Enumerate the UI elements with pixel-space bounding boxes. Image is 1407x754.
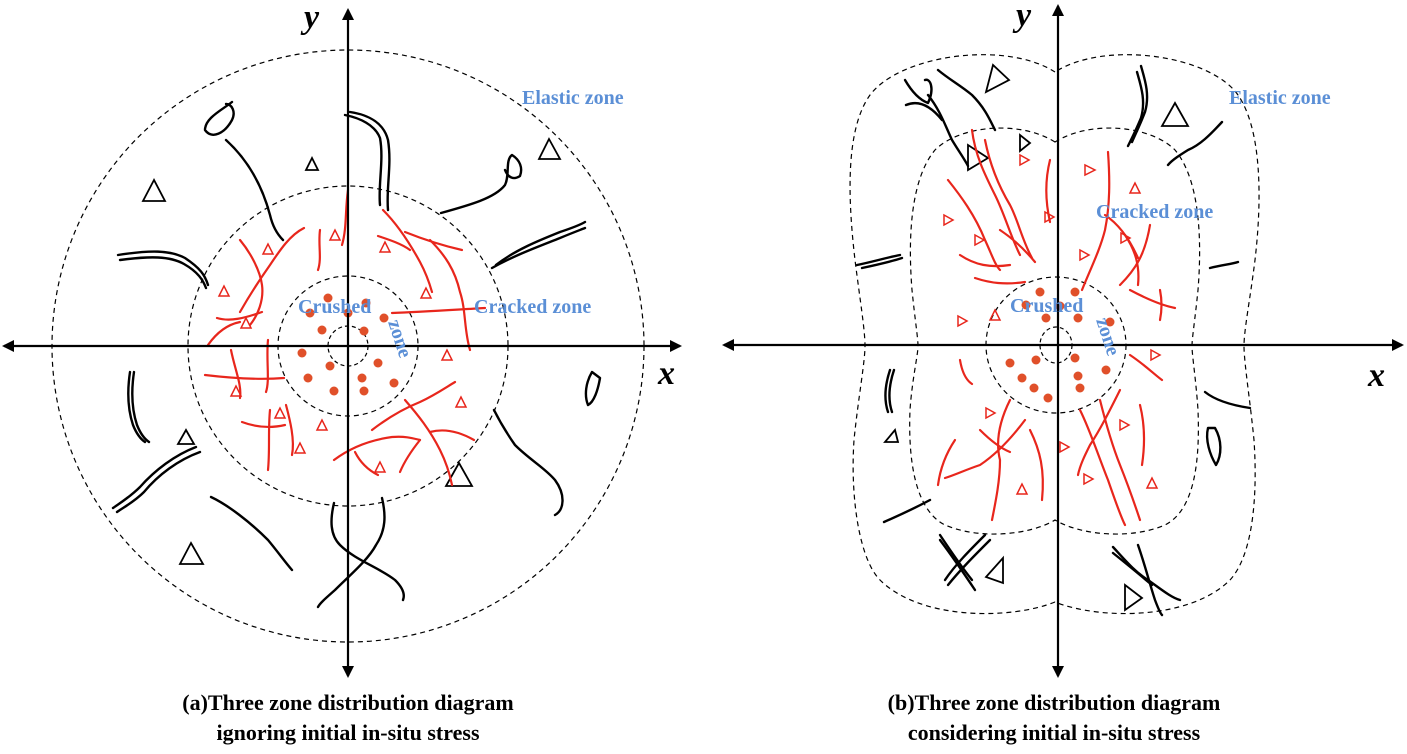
elastic-zone-boundary [849, 54, 1260, 615]
panel-a-caption-line1: (a)Three zone distribution diagram [182, 690, 514, 715]
panel-a-caption-line2: ignoring initial in-situ stress [216, 720, 480, 745]
cracked-zone-cracks [203, 188, 487, 487]
elastic-zone-cracks [855, 64, 1252, 617]
elastic-zone-label: Elastic zone [1229, 87, 1331, 109]
panel-b: y x Elastic zone Cracked zone Crushed zo… [722, 0, 1404, 678]
crushed-zone-label: Crushed [298, 296, 371, 318]
cracked-zone-boundary [909, 127, 1201, 535]
crushed-zone-label-2: zone [383, 317, 416, 361]
panel-a: y x Elastic zone Cracked zone Crushed zo… [2, 0, 682, 678]
crushed-zone-label-2: zone [1091, 315, 1124, 359]
crushed-zone-particles [1005, 287, 1115, 403]
panel-b-caption-line1: (b)Three zone distribution diagram [887, 690, 1221, 715]
panel-b-caption-line2: considering initial in-situ stress [907, 720, 1201, 745]
x-axis-label: x [1367, 357, 1385, 394]
cracked-zone-blocks [943, 153, 1162, 495]
crushed-zone-particles [297, 293, 399, 396]
elastic-zone-cracks [111, 100, 602, 609]
cracked-zone-label: Cracked zone [474, 296, 591, 318]
y-axis-label: y [1012, 0, 1032, 34]
crushed-zone-label: Crushed [1010, 295, 1083, 317]
panel-a-caption: (a)Three zone distribution diagram ignor… [68, 688, 628, 748]
x-axis-label: x [657, 355, 675, 392]
elastic-zone-blocks [141, 137, 562, 565]
cracked-zone-label: Cracked zone [1096, 201, 1213, 223]
panel-b-caption: (b)Three zone distribution diagram consi… [774, 688, 1334, 748]
cracked-zone-blocks [217, 228, 468, 473]
elastic-zone-label: Elastic zone [522, 87, 624, 109]
diagram-canvas: y x Elastic zone Cracked zone Crushed zo… [2, 0, 1404, 678]
y-axis-label: y [300, 0, 320, 36]
elastic-zone-blocks [883, 63, 1190, 612]
cracked-zone-cracks [936, 128, 1177, 527]
